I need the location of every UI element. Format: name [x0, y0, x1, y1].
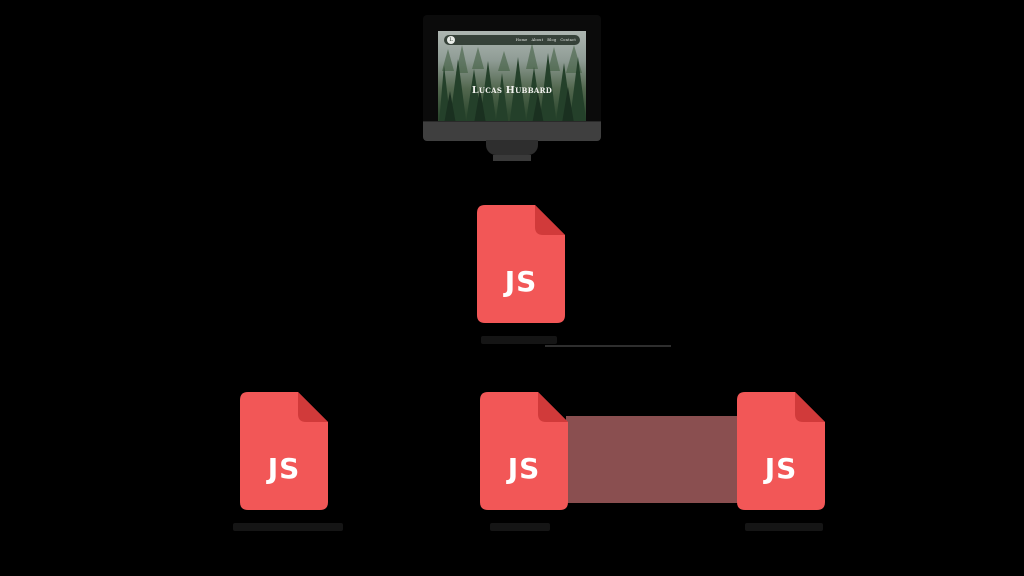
js-file-top-label: JS: [504, 265, 538, 298]
nav-link-about: About: [531, 38, 544, 42]
js-file-right-label: JS: [764, 452, 798, 485]
forest-image: [438, 43, 586, 135]
connector-middle-right: [566, 416, 738, 503]
nav-link-contact: Contact: [560, 38, 576, 42]
js-file-right: JS: [737, 392, 825, 510]
website-title: Lucas Hubbard: [471, 85, 553, 96]
js-file-left-caption: [233, 523, 343, 531]
monitor-chin: [423, 121, 601, 141]
website-screen: L Home About Blog Contact Lucas Hubbard: [438, 31, 586, 135]
js-file-left-icon: [240, 392, 328, 510]
connector-top-right: [545, 345, 671, 347]
js-file-top: JS: [477, 205, 565, 323]
js-file-right-caption: [745, 523, 823, 531]
monitor: L Home About Blog Contact Lucas Hubbard: [423, 15, 601, 165]
js-file-left-label: JS: [267, 452, 301, 485]
website-logo: L: [447, 36, 455, 44]
js-file-top-caption: [481, 336, 557, 344]
js-file-top-icon: [477, 205, 565, 323]
js-file-middle-caption: [490, 523, 550, 531]
js-file-left: JS: [240, 392, 328, 510]
website-nav: L Home About Blog Contact: [444, 35, 580, 45]
monitor-base: [493, 155, 531, 161]
js-file-middle: JS: [480, 392, 568, 510]
nav-link-blog: Blog: [547, 38, 557, 42]
js-file-middle-icon: [480, 392, 568, 510]
monitor-stand: [486, 140, 538, 155]
js-file-middle-label: JS: [507, 452, 541, 485]
js-file-right-icon: [737, 392, 825, 510]
nav-link-home: Home: [515, 38, 528, 42]
